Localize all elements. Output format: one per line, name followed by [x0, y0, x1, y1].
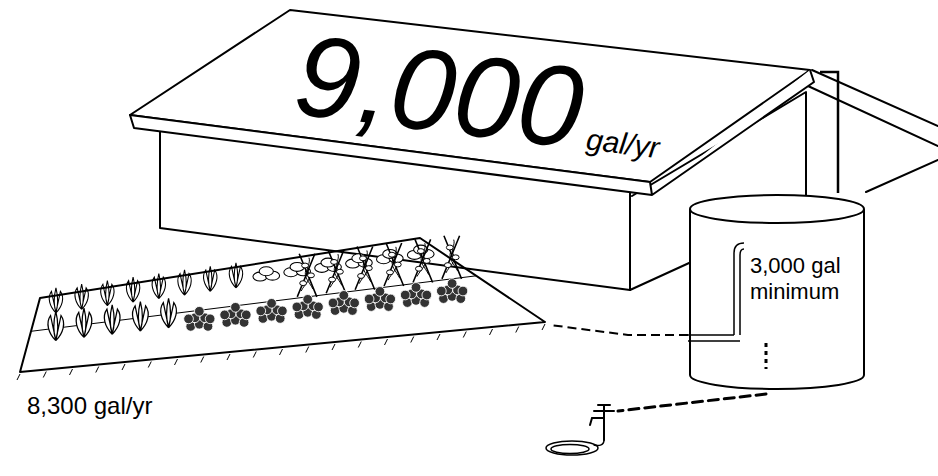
- trellis-plant: [442, 236, 462, 279]
- grass-tick: [306, 347, 309, 353]
- grass-tick: [385, 339, 388, 345]
- faucet: [590, 405, 614, 440]
- leafy-plant: [48, 311, 64, 340]
- faucet-group: [546, 394, 766, 455]
- tank-outlet: [765, 343, 768, 369]
- grass-tick: [542, 324, 545, 330]
- annex-roof: [808, 70, 938, 146]
- node-label: 8,300 gal/yr: [27, 392, 152, 421]
- trellis-plant: [413, 239, 433, 282]
- rain-tank-text: 3,000 gal minimum: [750, 253, 858, 306]
- trellis-plant: [384, 243, 404, 286]
- row-line: [31, 276, 476, 332]
- grass-tick: [43, 372, 46, 378]
- grass-tick: [17, 374, 20, 380]
- grass-tick: [122, 364, 125, 370]
- node-label: gal/yr: [585, 124, 661, 163]
- round-plant: [407, 245, 434, 259]
- grass-tick: [411, 337, 414, 343]
- grass-tick: [516, 327, 519, 333]
- grass-tick: [175, 359, 178, 365]
- leafy-plant: [133, 302, 149, 331]
- leafy-plant: [76, 308, 92, 337]
- trellis-plant: [297, 254, 317, 297]
- tank-lid: [690, 209, 864, 223]
- grass-tick: [201, 357, 204, 363]
- grass-tick: [253, 352, 256, 358]
- bush-plant: [220, 302, 251, 327]
- grass-tick: [358, 342, 361, 348]
- grass-tick: [96, 367, 99, 373]
- grass-tick: [463, 332, 466, 338]
- garden-bed: 8,300 gal/yr: [15, 230, 550, 430]
- trellis-plant: [326, 250, 346, 293]
- grass-tick: [332, 344, 335, 350]
- hose-coil: [551, 445, 589, 454]
- leafy-plant: [101, 281, 114, 306]
- garden-bed-text: 8,300 gal/yr: [27, 392, 152, 421]
- bush-plant: [400, 283, 431, 308]
- bush-plant: [256, 298, 287, 323]
- bed-outline: [20, 238, 545, 372]
- grass-tick: [280, 349, 283, 355]
- tank-body: [690, 195, 864, 389]
- bush-plant: [292, 294, 323, 319]
- leafy-plant: [152, 274, 165, 299]
- hose-coil: [546, 441, 598, 455]
- grass-tick: [148, 362, 151, 368]
- rain-tank: 3,000 gal minimum: [688, 193, 866, 393]
- grass-tick: [70, 369, 73, 375]
- pipe-connector: [820, 72, 838, 193]
- bush-plant: [184, 306, 215, 331]
- node-label: 3,000 gal minimum: [750, 253, 858, 306]
- pipe-connector: [550, 325, 688, 335]
- leafy-plant: [126, 277, 139, 302]
- grass-tick: [490, 329, 493, 335]
- annex-wall: [866, 160, 938, 192]
- roof: 9,000gal/yr: [130, 5, 820, 199]
- bush-plant: [436, 279, 467, 304]
- bush-plant: [364, 287, 395, 312]
- faucet-line: [618, 394, 766, 411]
- leafy-plant: [49, 288, 62, 313]
- leafy-plant: [104, 305, 120, 334]
- leafy-plant: [75, 284, 88, 309]
- trellis-plant: [355, 247, 375, 290]
- round-plant: [253, 267, 280, 281]
- leafy-plant: [161, 298, 177, 327]
- grass-tick: [437, 334, 440, 340]
- grass-tick: [227, 354, 230, 360]
- garden-plants: [17, 236, 545, 380]
- tank-pipe: [688, 243, 744, 341]
- bush-plant: [328, 291, 359, 316]
